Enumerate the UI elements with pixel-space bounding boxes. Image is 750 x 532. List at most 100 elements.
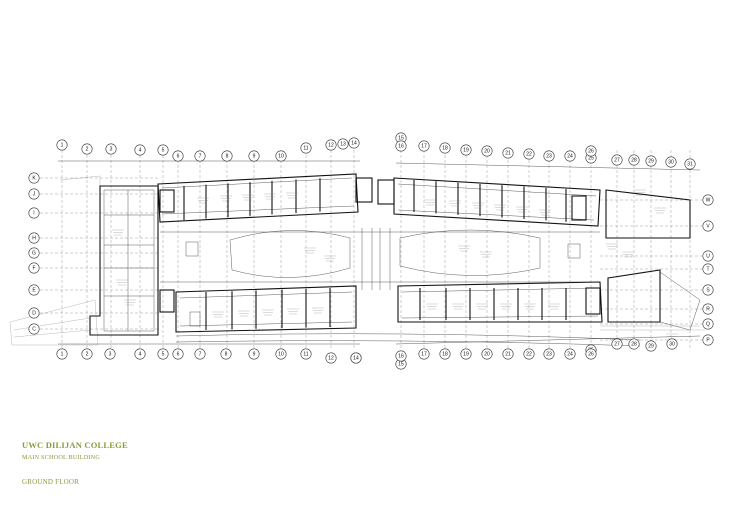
svg-text:28: 28: [631, 157, 637, 163]
grid-top-5: 5: [157, 144, 169, 156]
grid-top-12: 12: [325, 139, 337, 151]
grid-top-20: 20: [481, 145, 493, 157]
grid-top-21: 21: [502, 147, 514, 159]
grid-bottom-5: 5: [157, 348, 169, 360]
svg-text:18: 18: [442, 351, 448, 357]
grid-top-2: 2: [81, 143, 93, 155]
grid-top-17: 17: [418, 140, 430, 152]
svg-text:13: 13: [340, 141, 346, 147]
grid-bottom-19: 19: [460, 348, 472, 360]
grid-bottom-4: 4: [134, 348, 146, 360]
grid-row-left-K: K: [28, 172, 40, 184]
svg-text:10: 10: [278, 153, 284, 159]
svg-text:30: 30: [669, 341, 675, 347]
grid-bottom-30: 30: [666, 338, 678, 350]
svg-text:17: 17: [421, 351, 427, 357]
svg-text:29: 29: [648, 343, 654, 349]
grid-row-left-E: E: [28, 284, 40, 296]
svg-text:4: 4: [139, 351, 142, 357]
svg-text:G: G: [32, 250, 36, 256]
grid-row-right-R: R: [702, 303, 714, 315]
grid-top-3: 3: [105, 143, 117, 155]
svg-text:15: 15: [398, 361, 404, 367]
grid-row-left-G: G: [28, 247, 40, 259]
svg-text:15: 15: [398, 135, 404, 141]
grid-bottom-24: 24: [564, 348, 576, 360]
svg-text:11: 11: [303, 145, 308, 151]
grid-row-bubbles-left: K J I H G F E D C: [28, 172, 40, 335]
grid-top-31: 31: [684, 158, 696, 170]
grid-bottom-28: 28: [628, 338, 640, 350]
svg-text:6: 6: [177, 153, 180, 159]
svg-text:25: 25: [588, 155, 594, 161]
grid-top-13: 13: [337, 138, 349, 150]
svg-text:5: 5: [162, 147, 165, 153]
site-hatching: [9, 175, 101, 346]
svg-text:24: 24: [567, 153, 573, 159]
grid-top-8: 8: [221, 150, 233, 162]
grid-bottom-11: 11: [300, 348, 312, 360]
grid-bottom-2: 2: [81, 348, 93, 360]
grid-top-4: 4: [134, 144, 146, 156]
grid-bottom-3: 3: [104, 348, 116, 360]
svg-text:9: 9: [253, 153, 256, 159]
svg-text:19: 19: [463, 351, 469, 357]
grid-top-10: 10: [275, 150, 287, 162]
grid-row-left-C: C: [28, 323, 40, 335]
grid-bottom-14: 14: [350, 352, 362, 364]
svg-text:24: 24: [567, 351, 573, 357]
structural-grid: [40, 150, 702, 350]
grid-row-right-P: P: [702, 334, 714, 346]
grid-top-6: 6: [172, 150, 184, 162]
grid-top-1: 1: [56, 139, 68, 151]
svg-text:23: 23: [546, 153, 552, 159]
grid-bottom-7: 7: [194, 348, 206, 360]
grid-bottom-16: 16: [395, 350, 407, 362]
grid-top-19: 19: [460, 144, 472, 156]
grid-bottom-22: 22: [523, 348, 535, 360]
grid-top-24: 24: [564, 150, 576, 162]
grid-bottom-8: 8: [220, 348, 232, 360]
dimension-line-top-east: [395, 162, 701, 171]
grid-bottom-21: 21: [502, 348, 514, 360]
svg-text:H: H: [32, 235, 36, 241]
svg-text:7: 7: [199, 351, 202, 357]
svg-text:21: 21: [505, 351, 511, 357]
svg-text:J: J: [33, 191, 36, 197]
svg-text:S: S: [706, 287, 710, 293]
svg-text:11: 11: [303, 351, 308, 357]
grid-bottom-17: 17: [418, 348, 430, 360]
svg-text:29: 29: [648, 158, 654, 164]
grid-row-right-U: U: [702, 250, 714, 262]
building-walls: [89, 173, 705, 347]
svg-text:W: W: [706, 197, 711, 203]
svg-text:2: 2: [86, 351, 89, 357]
grid-row-left-I: I: [28, 207, 40, 219]
grid-top-26: 26: [585, 145, 597, 157]
grid-top-14: 14: [348, 137, 360, 149]
grid-top-22: 22: [523, 148, 535, 160]
grid-bottom-9: 9: [248, 348, 260, 360]
grid-top-28: 28: [628, 154, 640, 166]
svg-text:12: 12: [328, 142, 334, 148]
grid-top-30: 30: [665, 156, 677, 168]
svg-text:26: 26: [588, 351, 594, 357]
svg-text:26: 26: [588, 148, 594, 154]
grid-top-7: 7: [194, 150, 206, 162]
title-block: UWC DILIJAN COLLEGE MAIN SCHOOL BUILDING…: [22, 440, 128, 486]
svg-text:28: 28: [631, 341, 637, 347]
grid-top-29: 29: [645, 155, 657, 167]
svg-text:K: K: [32, 175, 36, 181]
grid-top-23: 23: [543, 150, 555, 162]
svg-text:31: 31: [687, 161, 693, 167]
svg-text:T: T: [706, 266, 709, 272]
svg-text:P: P: [706, 337, 710, 343]
svg-text:16: 16: [398, 353, 404, 359]
college-name: UWC DILIJAN COLLEGE: [22, 440, 128, 450]
svg-text:22: 22: [526, 351, 532, 357]
svg-text:F: F: [32, 265, 35, 271]
grid-top-18: 18: [439, 142, 451, 154]
grid-row-right-W: W: [702, 194, 714, 206]
svg-text:D: D: [32, 310, 36, 316]
